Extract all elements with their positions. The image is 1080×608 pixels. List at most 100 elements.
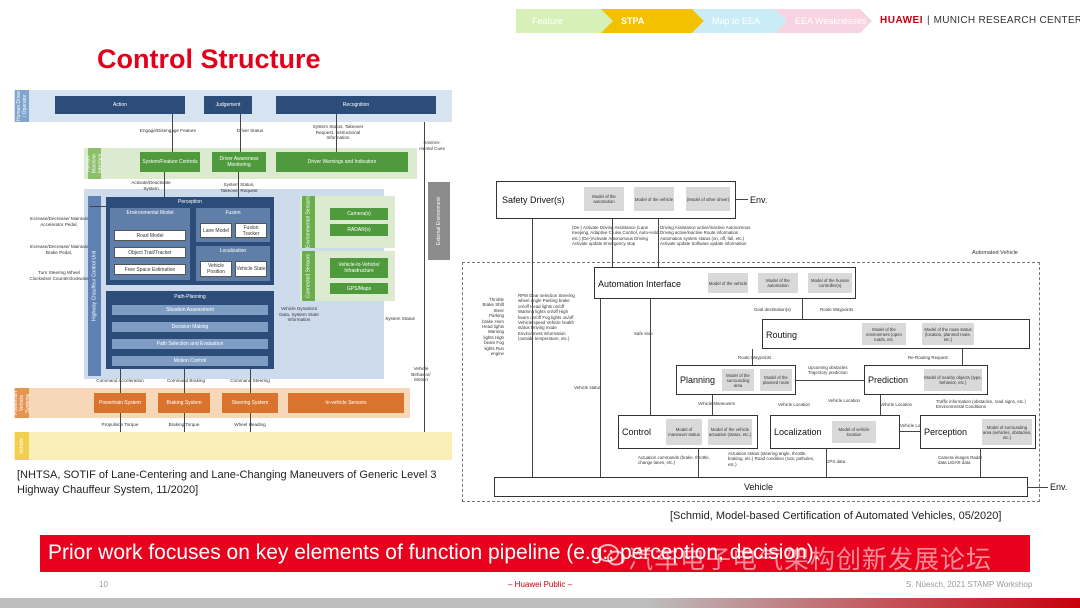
model-box: Model of the route status (location, pla…: [922, 323, 974, 345]
arrow: [600, 299, 601, 477]
label-prop-torque: Propulsion Torque: [101, 422, 139, 427]
arrow: [1028, 487, 1048, 488]
planning-title: Planning: [680, 375, 716, 385]
model-box: Model of the human controller(s): [808, 273, 852, 293]
model-box: Model of the vehicle: [708, 273, 748, 293]
label-vehicle-location: Vehicle Location: [778, 402, 810, 407]
arrow: [826, 449, 827, 477]
vehicle-title: Vehicle: [744, 482, 774, 492]
arrow: [240, 114, 241, 152]
label-actuation-status: Actuation status (steering angle, thrott…: [728, 451, 815, 467]
label-traffic: Traffic information (obstacles, road sig…: [936, 399, 1026, 410]
routing-title: Routing: [766, 330, 798, 340]
label-system-takeover: System Status, Takeover Request: [220, 182, 258, 193]
braking-system-box: Braking System: [158, 393, 210, 413]
model-box: Model of the planned route: [760, 369, 792, 391]
road-model-box: Road Model: [114, 230, 186, 241]
perception-title: Perception: [178, 199, 202, 205]
env-sensors-lane: [300, 196, 395, 248]
arrow: [532, 219, 533, 477]
arrow: [336, 114, 337, 152]
label-driver-up: Driving Assistance active/inactive Auton…: [660, 225, 751, 247]
model-box: Model of the surrounding area: [722, 369, 754, 391]
situation-assessment-box: Situation Assessment: [112, 305, 268, 315]
env-label-top: Env.: [750, 195, 768, 205]
vehicle-box: [494, 477, 1028, 497]
label-engage: Engage/Disengage Feature: [139, 128, 197, 133]
decision-making-box: Decision Making: [112, 322, 268, 332]
action-box: Action: [55, 96, 185, 114]
v2x-box: Vehicle-to-Vehicle/ Infrastructure: [330, 258, 388, 278]
vehicle-position-box: Vehicle Position: [200, 261, 232, 277]
arrow: [250, 413, 251, 432]
arrow: [172, 114, 173, 152]
process-step-feature: Feature: [516, 9, 614, 33]
lane-label: Powertrain Vehicle Systems: [13, 388, 31, 418]
arrow: [980, 449, 981, 477]
safety-driver-title: Safety Driver(s): [502, 195, 565, 205]
in-vehicle-sensors-box: In-vehicle Sensors: [288, 393, 404, 413]
key-message-text: Prior work focuses on key elements of fu…: [48, 541, 820, 564]
arrow: [612, 219, 613, 267]
event-label: S. Nüesch, 2021 STAMP Workshop: [906, 580, 1033, 589]
arrow: [712, 395, 713, 415]
label-wheel-heading: Wheel Heading: [234, 422, 266, 427]
process-step-label: Map to EEA: [712, 16, 761, 26]
label-goal: Goal destination(s): [754, 307, 791, 312]
label-vehicle-location-3: Vehicle Location: [880, 402, 912, 407]
arrow: [962, 349, 963, 365]
object-tracker-box: Object Trail/Tracker: [114, 247, 186, 258]
label-upcoming: Upcoming obstacles Trajectory prediction: [808, 365, 848, 376]
process-step-label: Feature: [532, 16, 564, 26]
lane-label: Human Machine Interface: [86, 148, 104, 179]
automation-interface-title: Automation Interface: [598, 279, 682, 289]
powertrain-box: Powertrain System: [94, 393, 146, 413]
schmid-control-structure: Automated Vehicle Safety Driver(s) Model…: [462, 175, 1074, 505]
arrow: [184, 369, 185, 393]
label-system-status-mid: System Status: [385, 316, 415, 321]
label-driver-status: Driver Status: [236, 128, 264, 133]
model-box: Model of nearby objects (type, behavior,…: [924, 369, 982, 391]
arrow: [736, 199, 748, 200]
arrow: [164, 172, 165, 197]
key-message-banner: [40, 535, 1030, 572]
model-box: Model of vehicle location: [832, 421, 876, 443]
radar-box: RADAR(s): [330, 224, 388, 236]
arrow: [184, 413, 185, 432]
lane-label: Human Driver / Operator: [15, 90, 29, 122]
model-box: Model of the automation: [584, 187, 624, 211]
citation-left: [NHTSA, SOTIF of Lane-Centering and Lane…: [17, 469, 437, 496]
automated-vehicle-label: Automated Vehicle: [972, 250, 1018, 256]
label-vehicle-maneuvers: Vehicle Maneuvers: [698, 401, 736, 406]
model-box: Model of the automation: [758, 273, 798, 293]
arrow: [698, 449, 699, 477]
automated-vehicle-boundary: [462, 262, 1040, 502]
label-actuation: Actuation commands (brake, throttle, cha…: [638, 455, 710, 466]
huawei-logo: HUAWEI: [880, 15, 923, 26]
classification-label: – Huawei Public –: [508, 580, 573, 589]
label-driver-down: (De-) Activate Driving Assistance (Lane …: [572, 225, 660, 247]
model-box: (Model of other driver): [686, 187, 730, 211]
label-route-waypoints: Route Waypoints: [820, 307, 854, 312]
arrow: [90, 206, 106, 207]
label-vehicle-location-4: Vehicle Location: [900, 423, 932, 428]
page-number: 10: [99, 580, 108, 589]
label-system-status-top: System Status, Takeover Request, Instruc…: [312, 124, 364, 141]
free-space-box: Free Space Estimation: [114, 264, 186, 275]
model-box: Model of the vehicle actuation (status, …: [708, 419, 752, 445]
camera-box: Camera(s): [330, 208, 388, 220]
perception-title: Perception: [924, 427, 968, 437]
motion-control-box: Motion Control: [112, 356, 268, 366]
arrow: [658, 219, 659, 267]
label-controls-left: Throttle Brake Shift Steer Parking brake…: [482, 297, 504, 357]
label-feedback-left: RPM Gear selection Steering wheel angle …: [518, 293, 575, 342]
model-box: Model of surrounding area (vehicles, obs…: [982, 419, 1032, 445]
recognition-box: Recognition: [276, 96, 436, 114]
model-box: Model of the vehicle: [634, 187, 674, 211]
control-title: Control: [622, 427, 652, 437]
slide-title: Control Structure: [97, 44, 321, 74]
arrow: [796, 380, 864, 381]
label-safe-stop: Safe stop: [634, 331, 653, 336]
gps-maps-box: GPS/Maps: [330, 283, 388, 294]
path-planning-title: Path-Planning: [174, 294, 206, 300]
